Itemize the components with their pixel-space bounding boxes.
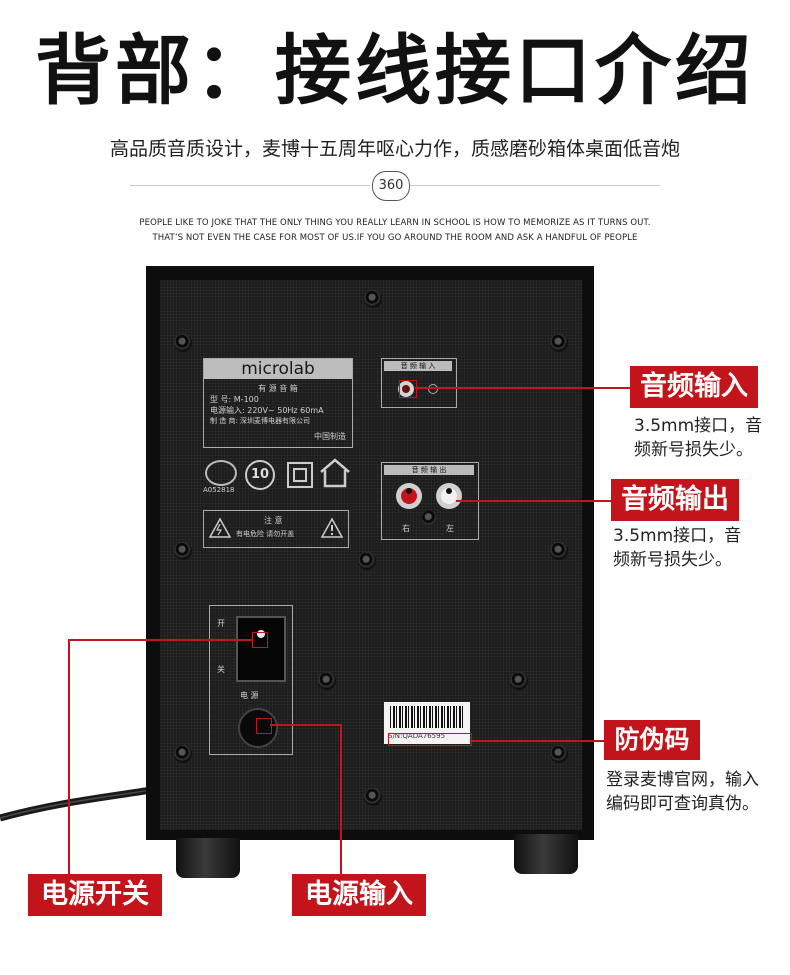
view-360-badge[interactable]: 360 bbox=[372, 171, 410, 201]
screw bbox=[174, 334, 192, 352]
callout-audio-output-desc-2: 频新号损失少。 bbox=[613, 550, 732, 570]
rca-jack-left[interactable] bbox=[436, 483, 462, 509]
callout-anti-fake: 防伪码 bbox=[604, 720, 700, 760]
divider-left bbox=[130, 185, 370, 186]
divider-right bbox=[410, 185, 660, 186]
callout-audio-output-desc-1: 3.5mm接口，音 bbox=[613, 526, 742, 546]
audio-input-box: 音 频 输 入 bbox=[381, 358, 457, 408]
screw bbox=[174, 745, 192, 763]
audio-input-jack[interactable] bbox=[398, 381, 414, 397]
warning-triangle-icon bbox=[208, 517, 232, 538]
screw bbox=[364, 290, 382, 308]
audio-input-highlight bbox=[399, 380, 417, 398]
callout-audio-input: 音频输入 bbox=[630, 366, 758, 408]
switch-highlight bbox=[252, 632, 268, 648]
ccc-cert-icon bbox=[205, 460, 237, 486]
screw bbox=[550, 334, 568, 352]
screw bbox=[318, 672, 336, 690]
leader-line bbox=[415, 387, 630, 389]
leader-line bbox=[68, 639, 252, 641]
page-subtitle: 高品质音质设计，麦博十五周年呕心力作，质感磨砂箱体桌面低音炮 bbox=[109, 138, 680, 160]
leader-line bbox=[340, 724, 342, 876]
english-text-line-2: THAT’S NOT EVEN THE CASE FOR MOST OF US.… bbox=[152, 233, 638, 243]
leader-line bbox=[456, 500, 611, 502]
warning-title: 注 意 bbox=[264, 516, 283, 525]
label-line: 制 造 商: 深圳麦博电器有限公司 bbox=[210, 417, 311, 425]
leader-line bbox=[68, 639, 70, 876]
caution-triangle-icon bbox=[320, 517, 344, 538]
screw bbox=[550, 542, 568, 560]
screw bbox=[422, 511, 436, 525]
switch-on-label: 开 bbox=[217, 619, 225, 628]
audio-input-silk-label: 音 频 输 入 bbox=[384, 361, 452, 371]
right-channel-label: 右 bbox=[402, 524, 410, 533]
power-silk-label: 电 源 bbox=[240, 691, 259, 700]
power-module: 开 关 电 源 bbox=[209, 605, 293, 755]
screw bbox=[364, 788, 382, 806]
serial-highlight bbox=[388, 733, 472, 746]
barcode bbox=[390, 706, 464, 728]
rca-jack-right[interactable] bbox=[396, 483, 422, 509]
label-line: 电源输入: 220V~ 50Hz 60mA bbox=[210, 406, 324, 415]
brand-logo: microlab bbox=[204, 359, 352, 379]
serial-sticker: S/N:QADA76595 bbox=[384, 702, 470, 744]
warning-text: 有电危险 请勿开盖 bbox=[236, 530, 295, 538]
label-line: 有 源 音 箱 bbox=[258, 384, 298, 393]
callout-anti-fake-desc-1: 登录麦博官网，输入 bbox=[606, 770, 759, 790]
callout-anti-fake-desc-2: 编码即可查询真伪。 bbox=[606, 794, 759, 814]
page-title: 背部：接线接口介绍 bbox=[35, 26, 755, 115]
screw bbox=[510, 672, 528, 690]
label-line: 型 号: M-100 bbox=[210, 395, 259, 404]
label-line: 中国制造 bbox=[314, 432, 346, 441]
screw bbox=[174, 542, 192, 560]
power-input-highlight bbox=[256, 718, 272, 734]
callout-audio-input-desc-1: 3.5mm接口，音 bbox=[634, 416, 763, 436]
led-indicator bbox=[428, 384, 438, 394]
leader-line bbox=[470, 740, 604, 742]
callout-power-input: 电源输入 bbox=[292, 874, 426, 916]
callout-power-switch: 电源开关 bbox=[28, 874, 162, 916]
power-switch[interactable] bbox=[236, 616, 286, 682]
product-label: microlab 有 源 音 箱 型 号: M-100 电源输入: 220V~ … bbox=[203, 358, 353, 448]
serial-number: S/N:QADA76595 bbox=[388, 732, 446, 740]
speaker-foot-left bbox=[176, 838, 240, 878]
callout-audio-input-desc-2: 频新号损失少。 bbox=[634, 440, 753, 460]
leader-line bbox=[270, 724, 342, 726]
environment-10-icon: 10 bbox=[245, 460, 275, 490]
speaker-foot-right bbox=[514, 834, 578, 874]
double-insulation-icon bbox=[287, 462, 313, 488]
left-channel-label: 左 bbox=[446, 524, 454, 533]
screw bbox=[550, 745, 568, 763]
warning-box: 注 意 有电危险 请勿开盖 bbox=[203, 510, 349, 548]
english-text-line-1: PEOPLE LIKE TO JOKE THAT THE ONLY THING … bbox=[139, 218, 651, 228]
indoor-use-icon bbox=[320, 458, 350, 488]
switch-off-label: 关 bbox=[217, 665, 225, 674]
cert-code: A052818 bbox=[203, 486, 235, 494]
audio-output-silk-label: 音 频 输 出 bbox=[384, 465, 474, 475]
callout-audio-output: 音频输出 bbox=[611, 479, 739, 521]
screw bbox=[358, 552, 376, 570]
